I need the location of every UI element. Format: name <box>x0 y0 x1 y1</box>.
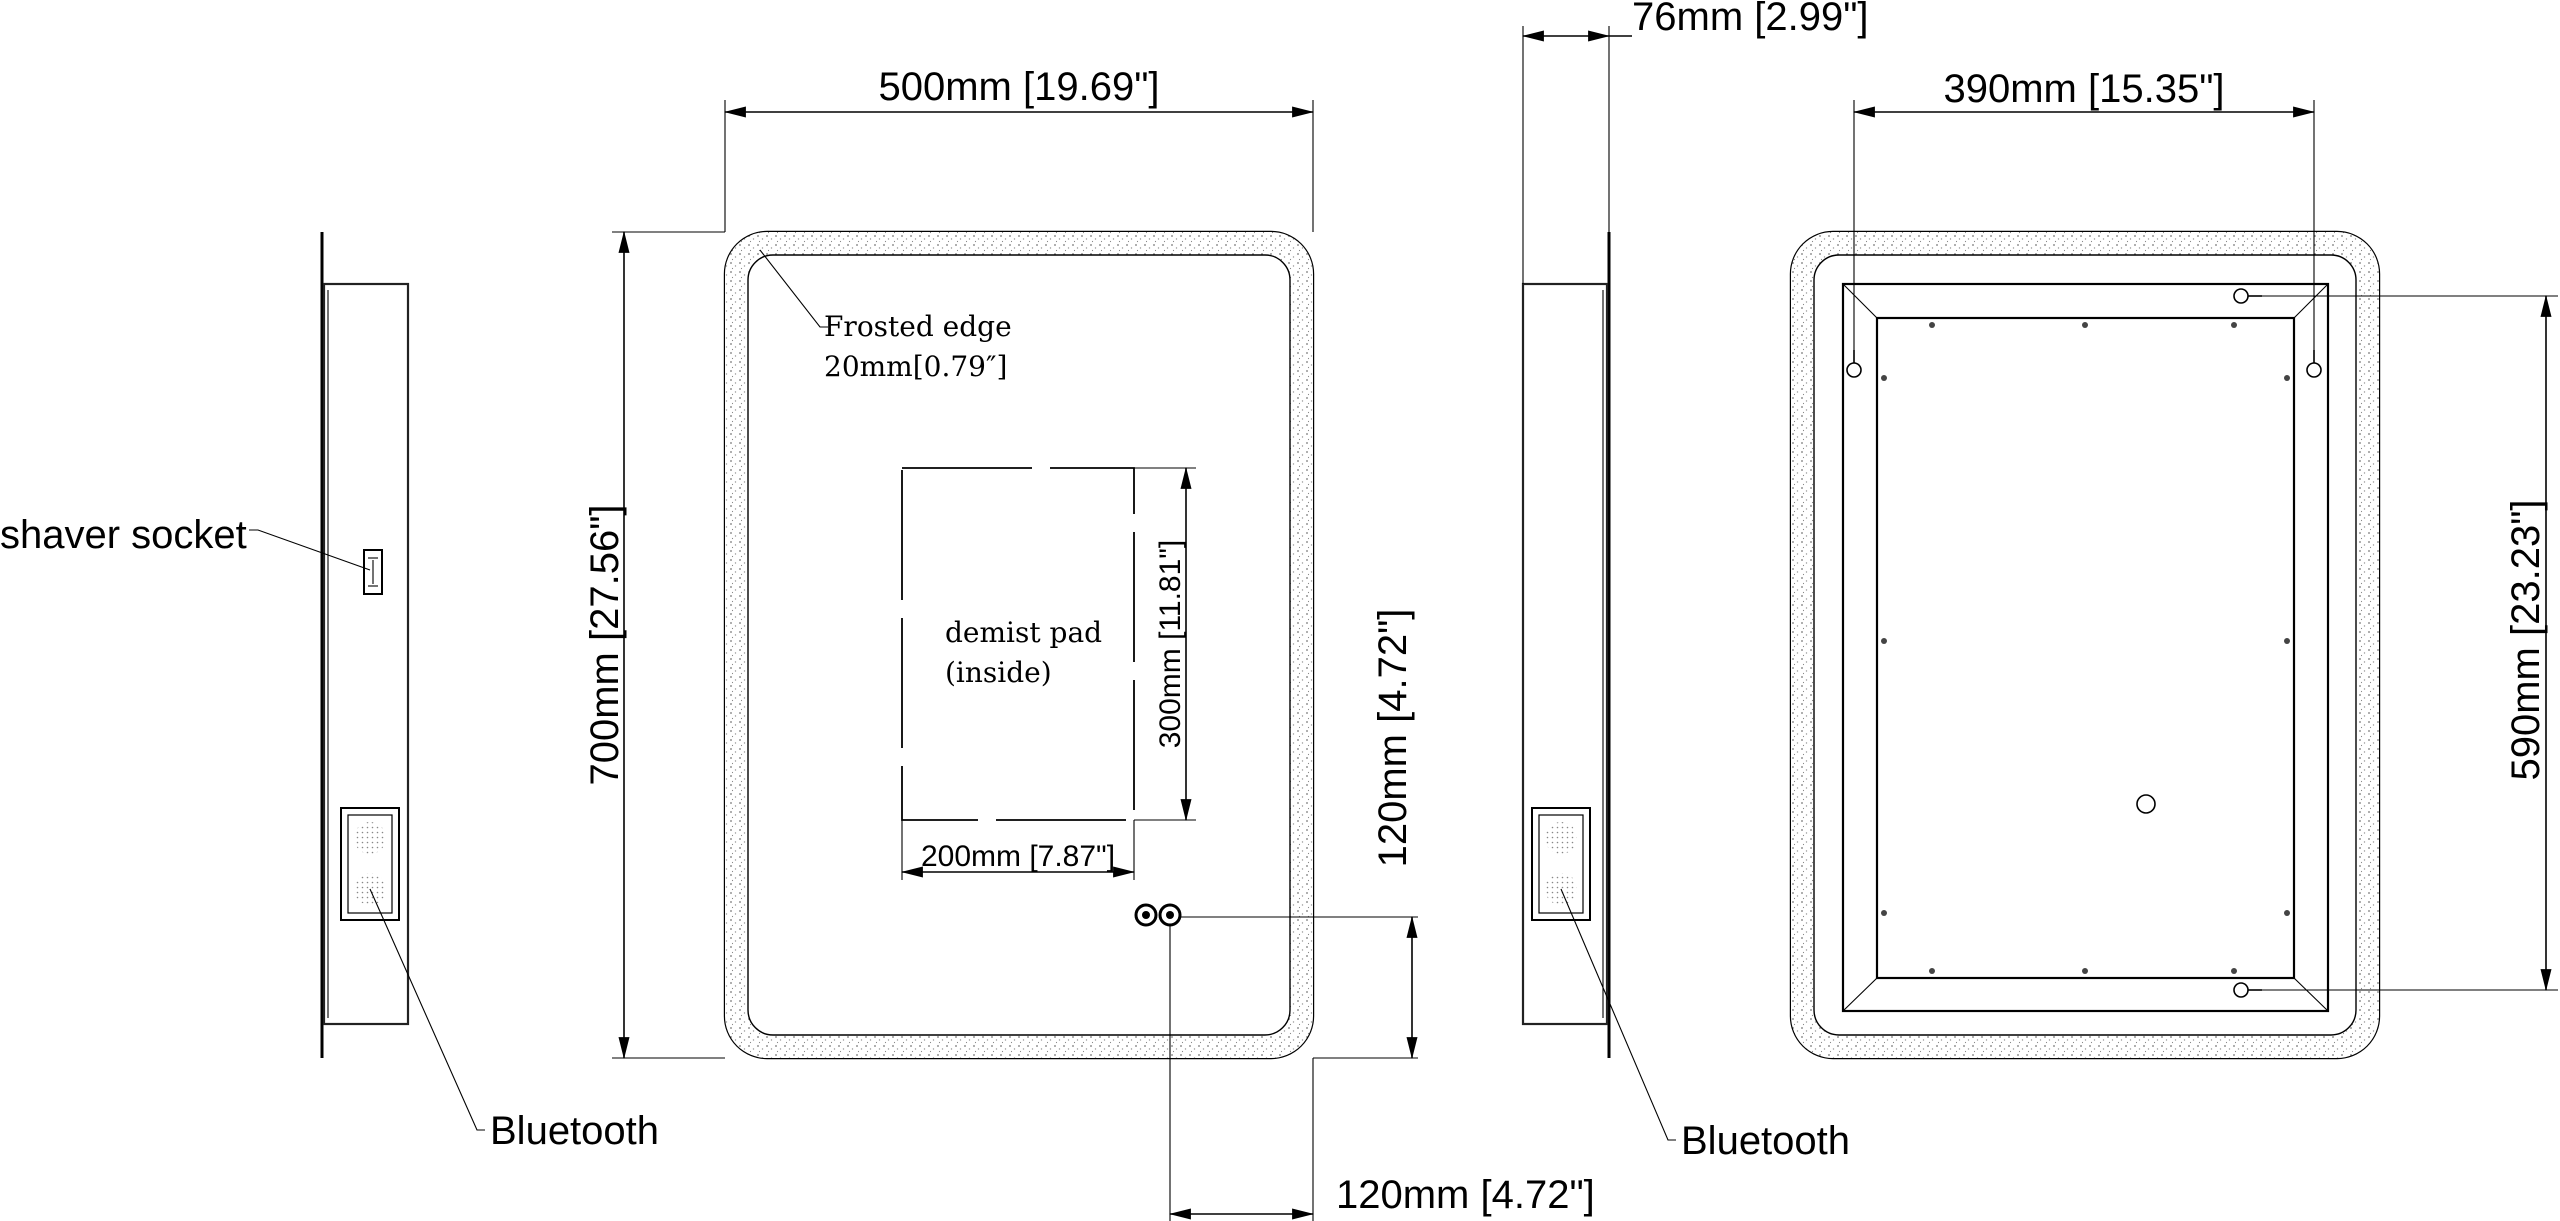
frosted-edge-label: Frosted edge <box>824 310 1012 343</box>
dim-demist-width <box>900 820 1136 880</box>
frosted-edge-size: 20mm[0.79″] <box>824 350 1007 383</box>
dim-mount-height-text: 590mm [23.23"] <box>2504 499 2548 780</box>
dim-switch-height-text: 120mm [4.72"] <box>1371 609 1415 868</box>
dim-demist-height <box>1134 466 1196 822</box>
shaver-socket-label: shaver socket <box>0 513 247 557</box>
front-view <box>723 230 1315 1060</box>
dim-demist-width-text: 200mm [7.87"] <box>921 840 1115 873</box>
demist-pad-note: (inside) <box>945 656 1052 689</box>
bluetooth-label-side: Bluetooth <box>490 1109 659 1153</box>
dim-mount-height <box>2262 294 2558 992</box>
cable-hole <box>2136 794 2156 814</box>
back-view <box>1789 230 2381 1060</box>
demist-pad-label: demist pad <box>945 616 1102 649</box>
keyhole-icon <box>1846 288 2322 998</box>
dim-mount-width-text: 390mm [15.35"] <box>1943 67 2224 111</box>
dim-switch-height <box>1180 915 1418 1060</box>
dim-width-overall <box>723 100 1315 232</box>
cabinet-back-inner <box>1875 316 2296 980</box>
dim-height-overall <box>612 230 725 1060</box>
dim-switch-offset-text: 120mm [4.72"] <box>1336 1173 1595 1217</box>
demist-pad-outline <box>901 467 1135 821</box>
dim-height-overall-text: 700mm [27.56"] <box>583 504 627 785</box>
speaker-icon <box>1545 822 1577 854</box>
dim-switch-offset <box>1168 925 1315 1221</box>
screw-markers <box>1881 322 2290 974</box>
dim-mount-width <box>1852 100 2316 350</box>
dim-depth-text: 76mm [2.99"] <box>1632 0 1869 39</box>
dim-width-overall-text: 500mm [19.69"] <box>878 65 1159 109</box>
side-view-left <box>249 232 485 1131</box>
touch-switch-icon <box>1134 903 1182 927</box>
dim-demist-height-text: 300mm [11.81"] <box>1154 540 1187 749</box>
side-view-right <box>1521 232 1676 1141</box>
speaker-icon <box>354 822 386 854</box>
bluetooth-label-back: Bluetooth <box>1681 1119 1850 1163</box>
dim-depth <box>1521 26 1632 284</box>
